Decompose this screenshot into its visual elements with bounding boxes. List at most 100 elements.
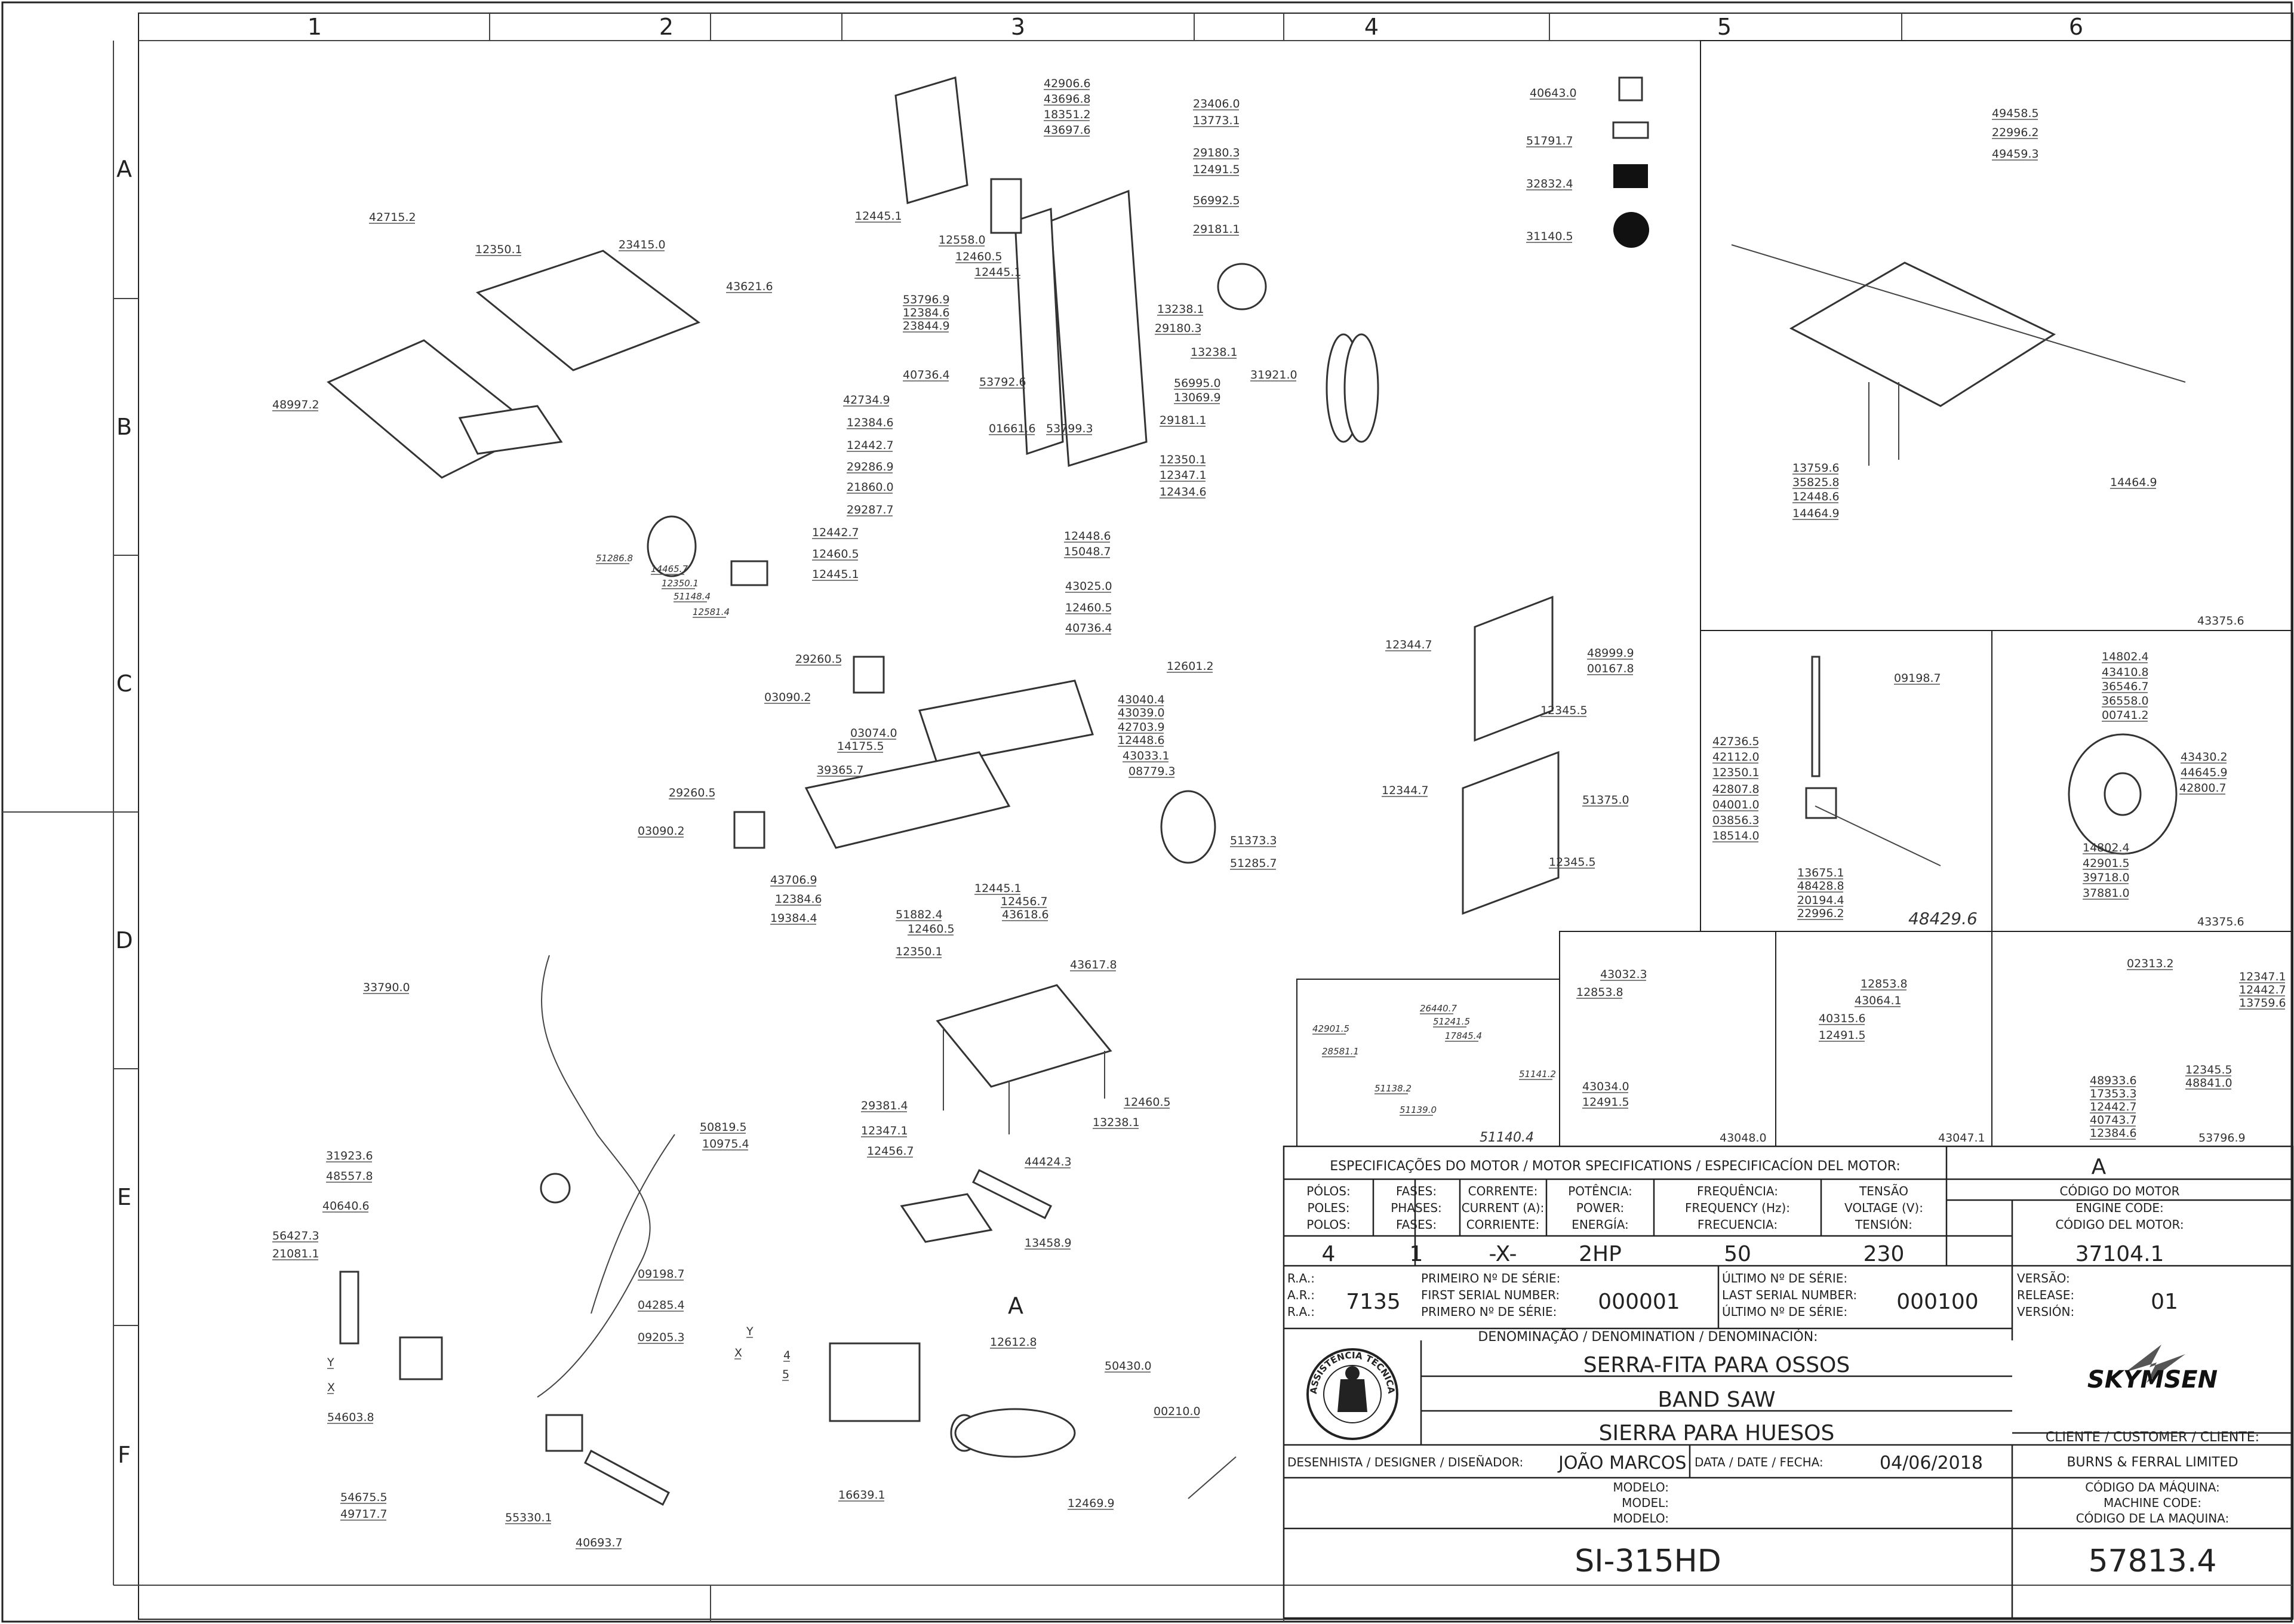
part-number-label: 29181.1 <box>1160 414 1207 427</box>
part-number-label: 48933.6 <box>2090 1074 2137 1087</box>
part-number-label: 49459.3 <box>1992 147 2039 161</box>
part-number-label: 31921.0 <box>1250 368 1297 382</box>
part-number-label: 23406.0 <box>1193 97 1240 110</box>
part-number-label: 28581.1 <box>1322 1046 1359 1057</box>
frequency-label: FRECUENCIA: <box>1698 1217 1778 1232</box>
part-number-label: 32832.4 <box>1526 177 1573 190</box>
part-number-label: 19384.4 <box>770 912 817 925</box>
part-number-label: 13759.6 <box>2239 996 2286 1010</box>
poles-label: POLOS: <box>1306 1217 1350 1232</box>
part-number-label: 10975.4 <box>702 1137 749 1151</box>
drawing-frame <box>138 13 2293 1620</box>
part-number-label: 40736.4 <box>1065 622 1112 635</box>
part-number-label: 12460.5 <box>1124 1096 1171 1109</box>
part-number-label: 42703.9 <box>1118 721 1165 734</box>
current-label: CORRENTE: <box>1468 1184 1538 1198</box>
part-number-label: 12345.5 <box>1540 704 1588 717</box>
part-number-label: 14802.4 <box>2083 841 2130 854</box>
part-number-label: 09198.7 <box>638 1268 685 1281</box>
part-labels: 42906.643696.818351.243697.623406.013773… <box>272 77 2286 1549</box>
a-mark: A <box>2092 1155 2107 1179</box>
part-number-label: 12384.6 <box>903 306 950 319</box>
poles-value: 4 <box>1322 1242 1336 1266</box>
part-number-label: 36546.7 <box>2102 680 2149 693</box>
part-number-label: 39365.7 <box>817 764 864 777</box>
frequency-value: 50 <box>1724 1242 1751 1266</box>
grid-row-c: C <box>116 670 133 697</box>
part-number-label: 13238.1 <box>1093 1116 1140 1129</box>
part-number-label: 12581.4 <box>693 607 730 617</box>
part-number-label: 42734.9 <box>843 393 890 407</box>
illustration-electrical <box>339 955 675 1506</box>
badge-text: ASSISTÊNCIA TÉCNICA AUTORIZADA <box>0 0 1397 1394</box>
power-label: POTÊNCIA: <box>1568 1184 1632 1198</box>
part-number-label: 44645.9 <box>2181 766 2228 779</box>
grid-row-d: D <box>115 927 133 954</box>
part-number-label: 56427.3 <box>272 1229 319 1242</box>
part-number-label: 12469.9 <box>1068 1497 1115 1510</box>
part-number-label: 12434.6 <box>1160 485 1207 499</box>
current-label: CORRIENTE: <box>1466 1217 1540 1232</box>
part-number-label: 22996.2 <box>1992 126 2039 139</box>
part-number-label: 33790.0 <box>363 981 410 994</box>
callout-a: A <box>1008 1293 1023 1319</box>
part-number-label: 42112.0 <box>1712 751 1760 764</box>
part-number-label: 51373.3 <box>1230 834 1277 847</box>
part-number-label: 48997.2 <box>272 398 319 411</box>
grid-col-1: 1 <box>307 14 322 40</box>
denomination-pt: SERRA-FITA PARA OSSOS <box>1583 1353 1850 1377</box>
last-serial-value: 000100 <box>1896 1290 1978 1314</box>
denomination-es: SIERRA PARA HUESOS <box>1599 1421 1835 1445</box>
part-number-label: 12350.1 <box>1712 766 1760 779</box>
first-serial-label: PRIMERO Nº DE SÉRIE: <box>1421 1305 1557 1319</box>
part-number-label: 12347.1 <box>2239 970 2286 983</box>
part-number-label: 21860.0 <box>847 481 894 494</box>
part-number-label: 12350.1 <box>1160 453 1207 466</box>
part-number-label: 43032.3 <box>1600 968 1647 981</box>
part-number-label: 50819.5 <box>700 1121 747 1134</box>
part-number-label: 42807.8 <box>1712 783 1760 796</box>
part-number-label: 12445.1 <box>855 210 902 223</box>
part-number-label: 43064.1 <box>1855 994 1902 1007</box>
part-number-label: 29286.9 <box>847 460 894 473</box>
part-number-label: 12350.1 <box>662 578 699 589</box>
machine-code-label: CÓDIGO DE LA MAQUINA: <box>2076 1511 2230 1525</box>
grid-col-3: 3 <box>1011 14 1025 40</box>
part-number-label: 13069.9 <box>1174 391 1221 404</box>
part-number-label: 51375.0 <box>1582 793 1629 807</box>
phases-value: 1 <box>1410 1242 1423 1266</box>
part-number-label: 51141.2 <box>1519 1069 1556 1079</box>
part-number-label: 40743.7 <box>2090 1114 2137 1127</box>
part-number-label: 12345.5 <box>1549 856 1596 869</box>
grid-col-4: 4 <box>1364 14 1379 40</box>
designer-value: JOÃO MARCOS <box>1557 1452 1686 1474</box>
part-number-label: 12445.1 <box>812 568 859 581</box>
part-number-label: 12350.1 <box>475 243 522 256</box>
part-number-label: 54675.5 <box>340 1491 388 1504</box>
part-number-label: 12448.6 <box>1118 734 1165 747</box>
part-number-label: 03090.2 <box>638 825 685 838</box>
part-number-label: 43410.8 <box>2102 666 2149 679</box>
part-number-label: 12558.0 <box>939 233 986 247</box>
part-number-label: 00167.8 <box>1587 662 1634 675</box>
part-number-label: 31923.6 <box>326 1149 373 1162</box>
grid-row-f: F <box>118 1442 131 1468</box>
part-number-label: 12344.7 <box>1382 784 1429 797</box>
part-number-label: 20194.4 <box>1797 894 1844 907</box>
motor-spec-labels: PÓLOS: POLES: POLOS: FASES: PHASES: FASE… <box>1306 1184 2184 1232</box>
machine-code-label: CÓDIGO DA MÁQUINA: <box>2085 1480 2220 1494</box>
logo-text: SKYMSEN <box>2087 1366 2218 1394</box>
part-number-label: 12445.1 <box>974 266 1022 279</box>
part-number-label: 13773.1 <box>1193 114 1240 127</box>
part-number-label: 29180.3 <box>1193 146 1240 159</box>
detail-panels <box>1296 40 2293 1147</box>
part-number-label: 14464.9 <box>2110 476 2157 489</box>
first-serial-label: PRIMEIRO Nº DE SÉRIE: <box>1421 1271 1560 1285</box>
part-number-label: 42906.6 <box>1044 77 1091 90</box>
part-number-label: 53799.3 <box>1046 422 1093 435</box>
part-number-label: 13458.9 <box>1025 1237 1072 1250</box>
ra-label: A.R.: <box>1287 1288 1315 1302</box>
part-number-label: 12442.7 <box>2090 1100 2137 1114</box>
